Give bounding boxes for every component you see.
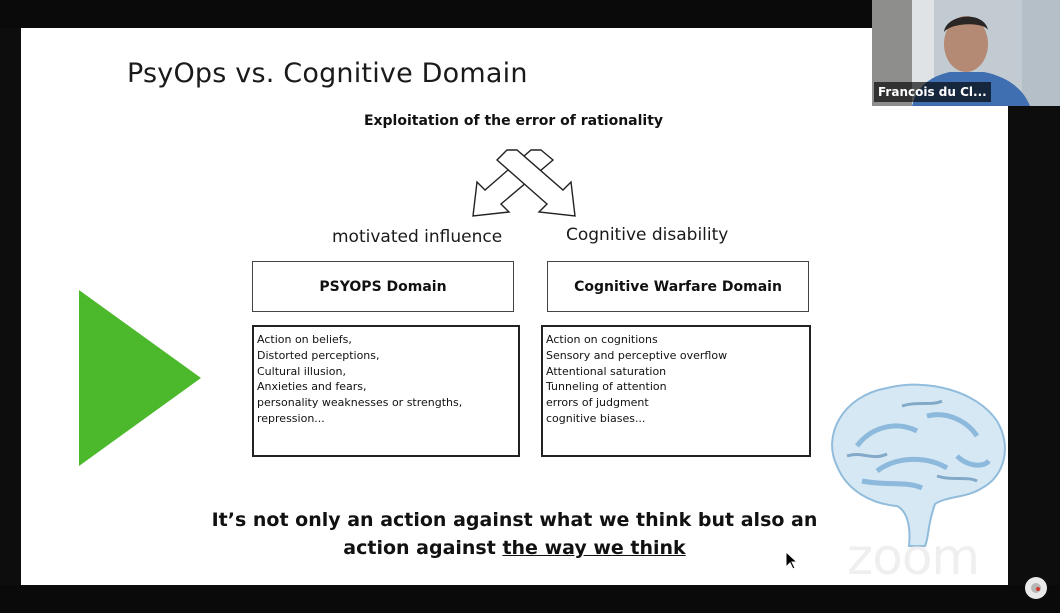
- bottom-statement: It’s not only an action against what we …: [21, 506, 1008, 562]
- brain-wordcloud-image: [831, 383, 1006, 547]
- bottom-line-2: action against the way we think: [21, 534, 1008, 562]
- list-item: cognitive biases...: [546, 411, 646, 425]
- mouse-cursor-icon: [786, 552, 798, 570]
- list-item: Sensory and perceptive overflow: [546, 348, 728, 362]
- list-item: repression...: [257, 411, 325, 425]
- subtitle-text: Exploitation of the error of rationality: [363, 113, 664, 129]
- green-play-triangle-icon: [79, 290, 201, 466]
- list-item: Distorted perceptions,: [257, 348, 380, 362]
- zoom-watermark: zoom: [847, 528, 980, 585]
- motivated-influence-label: motivated influence: [332, 227, 503, 247]
- slide-title: PsyOps vs. Cognitive Domain: [127, 58, 528, 89]
- slide-subtitle: Exploitation of the error of rationality: [21, 113, 1008, 129]
- psyops-domain-box: PSYOPS Domain: [252, 261, 514, 312]
- list-item: Action on cognitions: [546, 333, 658, 346]
- list-item: personality weaknesses or strengths,: [257, 396, 463, 410]
- bottom-line-1: It’s not only an action against what we …: [211, 509, 818, 531]
- top-black-bar: [0, 0, 872, 28]
- bottom-line-2-underlined: the way we think: [502, 537, 686, 559]
- list-item: Cultural illusion,: [257, 364, 346, 378]
- crossed-arrows-icon: [472, 149, 576, 217]
- participant-name-label: Francois du Cl...: [874, 82, 991, 102]
- cognitive-warfare-domain-box: Cognitive Warfare Domain: [547, 261, 809, 312]
- reaction-icon: [1031, 583, 1041, 593]
- participant-video-tile[interactable]: Francois du Cl...: [872, 0, 1060, 106]
- list-item: Anxieties and fears,: [257, 380, 367, 394]
- shared-slide: PsyOps vs. Cognitive Domain Exploitation…: [21, 28, 1008, 585]
- list-item: Attentional saturation: [546, 364, 667, 378]
- list-item: Action on beliefs,: [257, 333, 352, 346]
- reaction-button[interactable]: [1025, 577, 1047, 599]
- cognitive-items-box: Action on cognitions Sensory and percept…: [541, 325, 811, 457]
- bottom-black-bar: [0, 585, 1060, 613]
- bottom-line-2-prefix: action against: [343, 537, 503, 559]
- list-item: errors of judgment: [546, 396, 649, 410]
- psyops-items-box: Action on beliefs, Distorted perceptions…: [252, 325, 520, 457]
- list-item: Tunneling of attention: [546, 380, 667, 394]
- cognitive-disability-label: Cognitive disability: [566, 225, 729, 245]
